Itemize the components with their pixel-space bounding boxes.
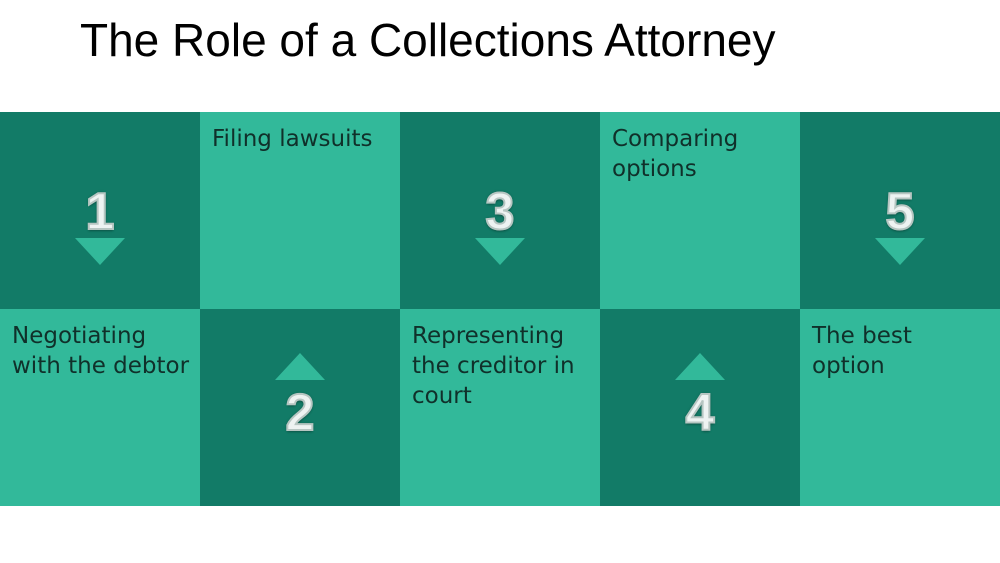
step-3-label-cell: Representing the creditor in court: [400, 309, 600, 506]
up-arrow-icon: [275, 353, 325, 380]
step-4-label-cell: Comparing options: [600, 112, 800, 309]
step-1-label: Negotiating with the debtor: [12, 323, 190, 379]
step-5-label-cell: The best option: [800, 309, 1000, 506]
down-arrow-icon: [875, 238, 925, 265]
down-arrow-icon: [75, 238, 125, 265]
process-grid: 1 Filing lawsuits 3 Comparing options 5 …: [0, 112, 1000, 506]
step-4-number: 4: [685, 384, 716, 442]
step-5-number-cell: 5: [800, 112, 1000, 309]
step-1-number: 1: [85, 183, 116, 241]
step-3-label: Representing the creditor in court: [412, 323, 575, 409]
up-arrow-icon: [675, 353, 725, 380]
step-3-number-cell: 3: [400, 112, 600, 309]
step-2-number: 2: [285, 384, 316, 442]
slide-title: The Role of a Collections Attorney: [80, 14, 776, 66]
step-4-label: Comparing options: [612, 126, 739, 182]
step-5-number: 5: [885, 183, 916, 241]
step-2-label: Filing lawsuits: [212, 126, 373, 152]
step-5-label: The best option: [812, 323, 912, 379]
step-3-number: 3: [485, 183, 516, 241]
down-arrow-icon: [475, 238, 525, 265]
step-2-label-cell: Filing lawsuits: [200, 112, 400, 309]
step-1-number-cell: 1: [0, 112, 200, 309]
step-2-number-cell: 2: [200, 309, 400, 506]
step-1-label-cell: Negotiating with the debtor: [0, 309, 200, 506]
step-4-number-cell: 4: [600, 309, 800, 506]
